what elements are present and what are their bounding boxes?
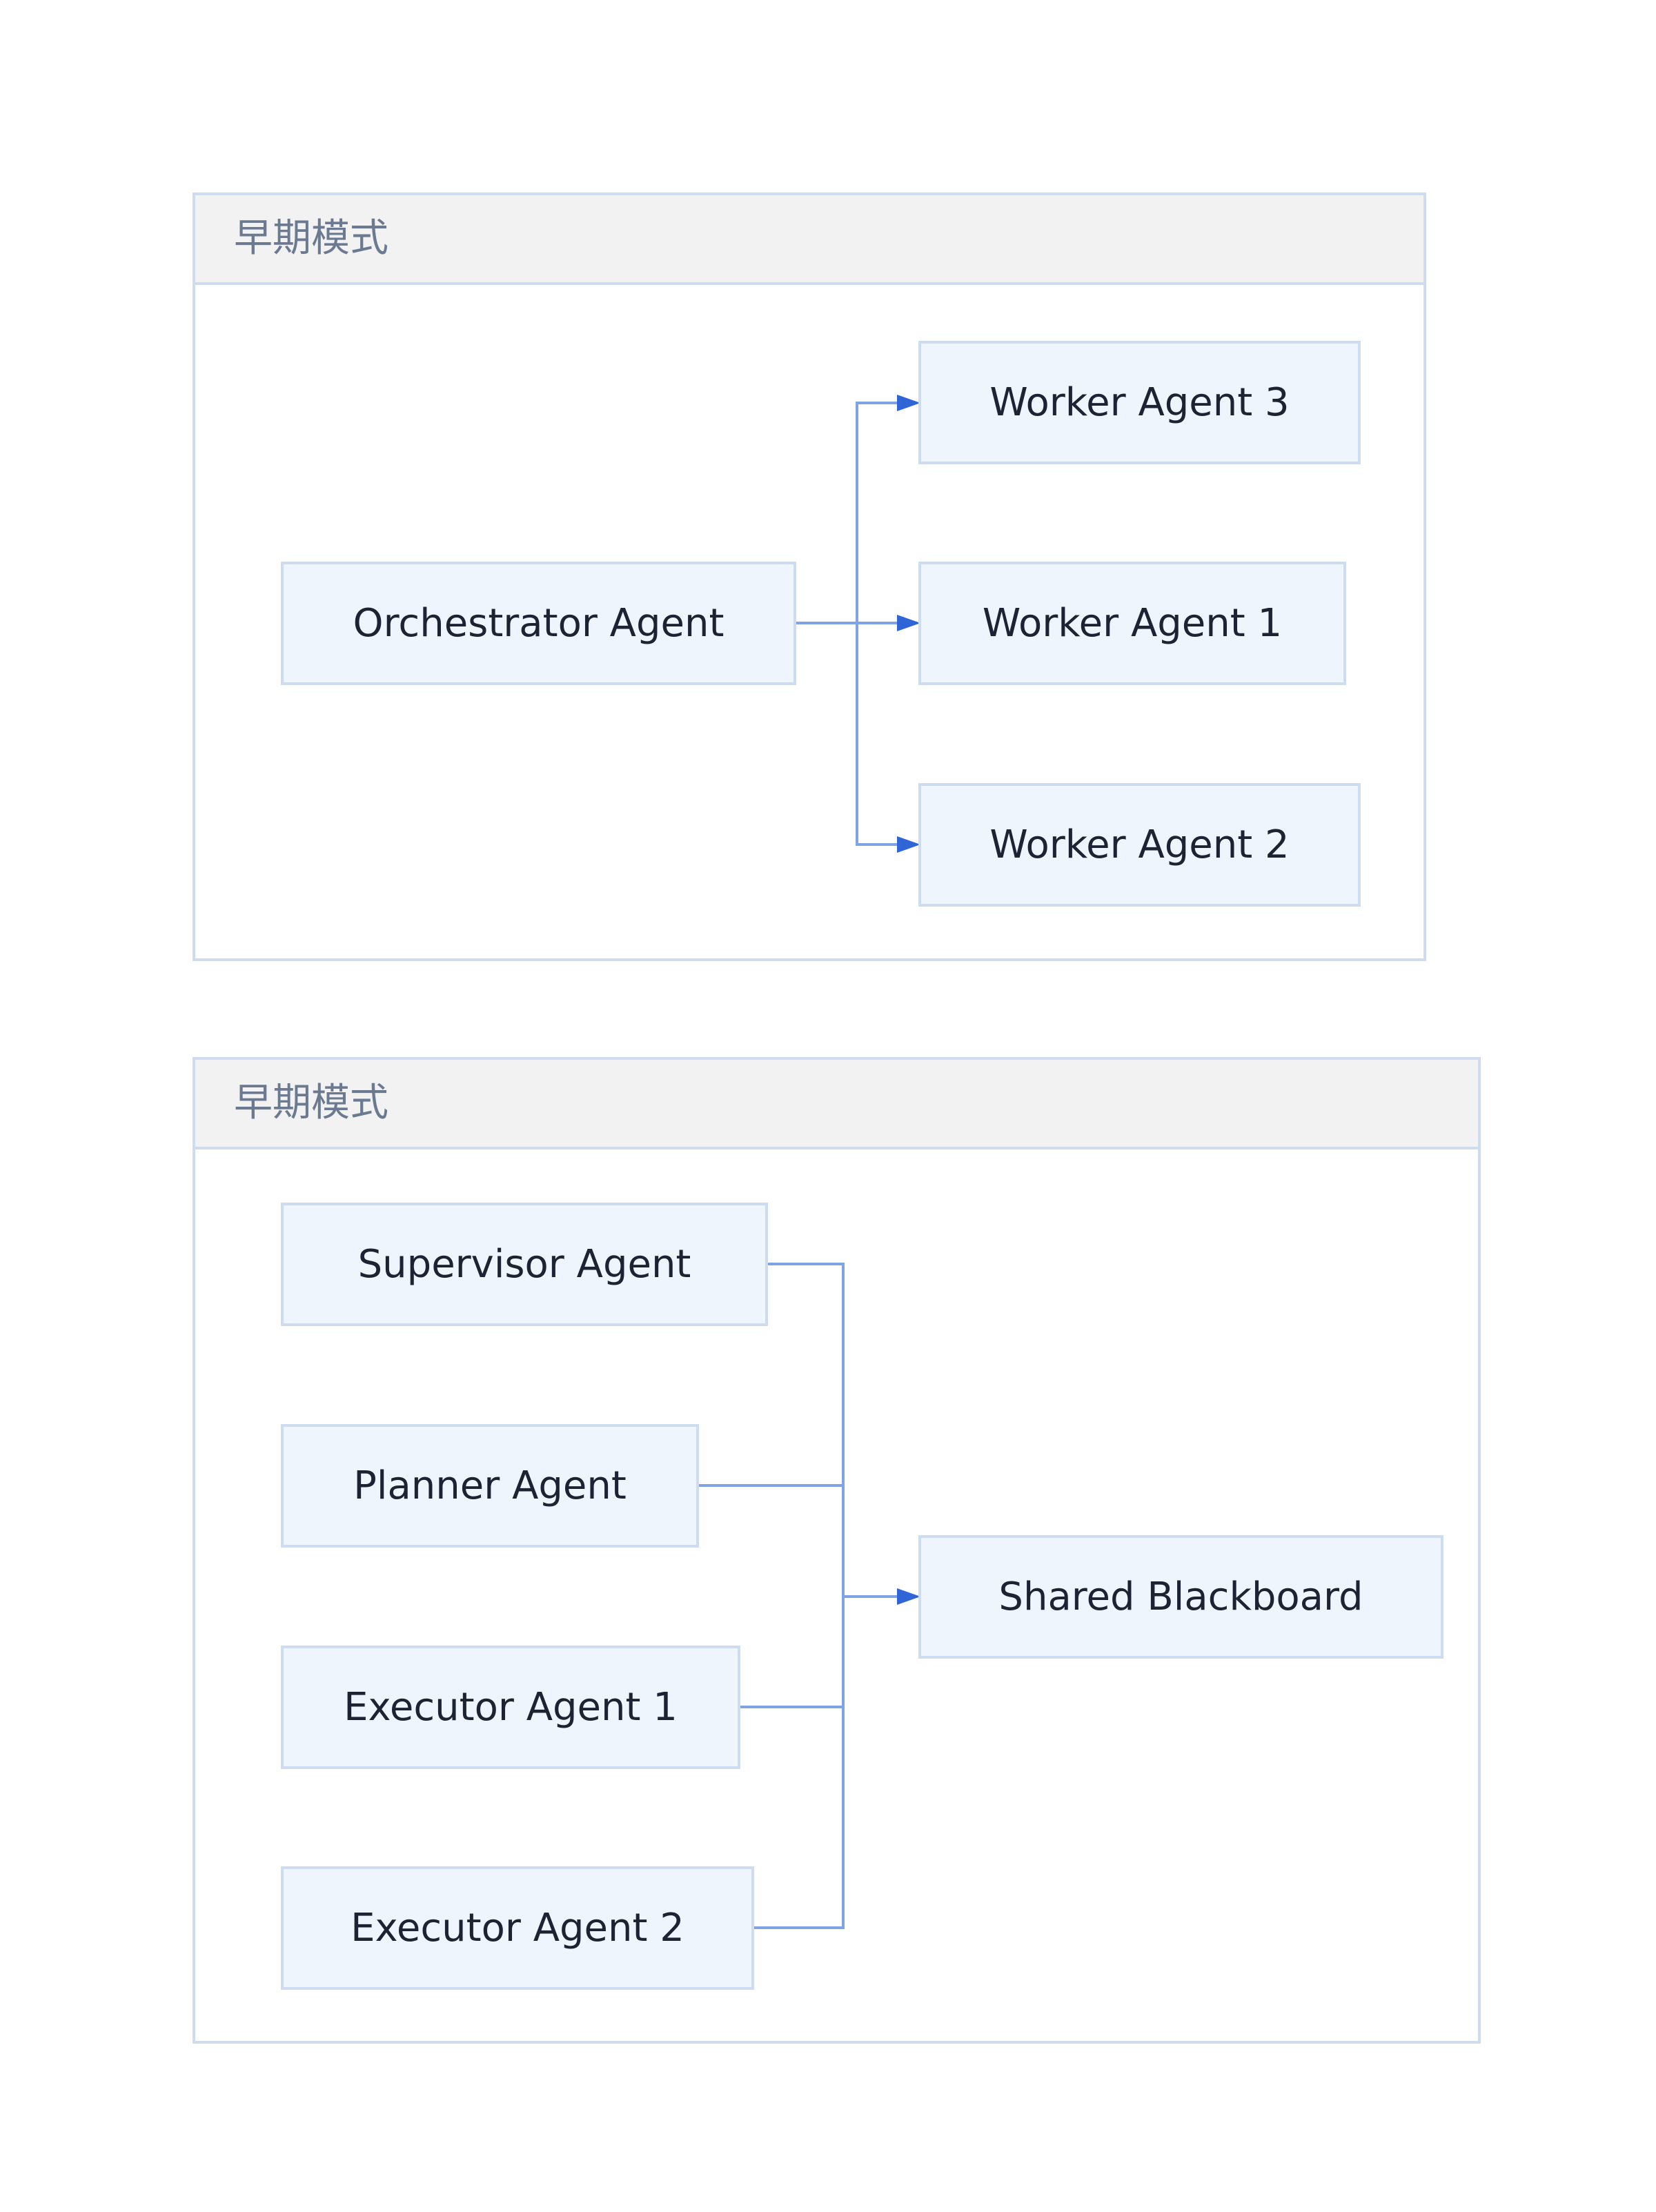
group-header: 早期模式 [195, 1060, 1478, 1149]
node-shared-blackboard: Shared Blackboard [918, 1535, 1443, 1659]
node-label: Executor Agent 1 [344, 1685, 678, 1730]
node-orchestrator-agent: Orchestrator Agent [281, 562, 796, 685]
node-label: Shared Blackboard [998, 1574, 1363, 1619]
node-label: Executor Agent 2 [351, 1906, 684, 1951]
node-worker-agent-1: Worker Agent 1 [918, 562, 1346, 685]
node-label: Worker Agent 3 [989, 380, 1290, 425]
node-label: Planner Agent [353, 1463, 627, 1508]
node-label: Worker Agent 1 [982, 601, 1283, 646]
group-title: 早期模式 [234, 1080, 388, 1125]
node-worker-agent-2: Worker Agent 2 [918, 783, 1361, 907]
node-label: Worker Agent 2 [989, 822, 1290, 867]
node-executor-agent-2: Executor Agent 2 [281, 1866, 754, 1990]
group-title: 早期模式 [234, 216, 388, 261]
node-planner-agent: Planner Agent [281, 1424, 699, 1548]
node-label: Orchestrator Agent [353, 601, 724, 646]
group-header: 早期模式 [195, 195, 1423, 285]
node-supervisor-agent: Supervisor Agent [281, 1203, 768, 1326]
node-worker-agent-3: Worker Agent 3 [918, 341, 1361, 464]
node-label: Supervisor Agent [357, 1242, 691, 1287]
node-executor-agent-1: Executor Agent 1 [281, 1646, 740, 1769]
